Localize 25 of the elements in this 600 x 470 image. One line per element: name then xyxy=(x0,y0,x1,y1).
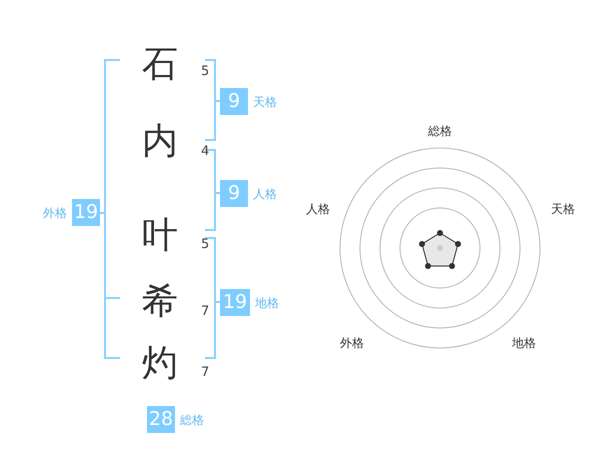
category-label: 人格 xyxy=(253,186,277,203)
kanji-character: 叶 xyxy=(142,216,178,256)
kanji-character: 内 xyxy=(142,122,178,162)
kanji-character: 希 xyxy=(142,282,178,322)
number-box: 9 xyxy=(220,180,248,207)
number-box: 19 xyxy=(220,289,250,316)
category-label: 天格 xyxy=(253,94,277,111)
number-box: 28 xyxy=(147,406,175,433)
kanji-character: 灼 xyxy=(142,344,178,384)
stroke-count: 5 xyxy=(201,237,210,252)
kanji-character: 石 xyxy=(142,45,178,85)
axis-label: 総格 xyxy=(428,123,452,140)
stroke-count: 5 xyxy=(201,64,210,79)
stroke-count: 7 xyxy=(201,365,210,380)
stroke-count: 7 xyxy=(201,304,210,319)
axis-label: 天格 xyxy=(551,201,575,218)
category-label: 外格 xyxy=(43,205,67,222)
axis-label: 地格 xyxy=(512,335,536,352)
category-label: 地格 xyxy=(255,295,279,312)
number-box: 19 xyxy=(72,199,100,226)
axis-label: 人格 xyxy=(306,201,330,218)
axis-label: 外格 xyxy=(340,335,364,352)
category-label: 総格 xyxy=(180,412,204,429)
stroke-count: 4 xyxy=(201,144,210,159)
number-box: 9 xyxy=(220,88,248,115)
